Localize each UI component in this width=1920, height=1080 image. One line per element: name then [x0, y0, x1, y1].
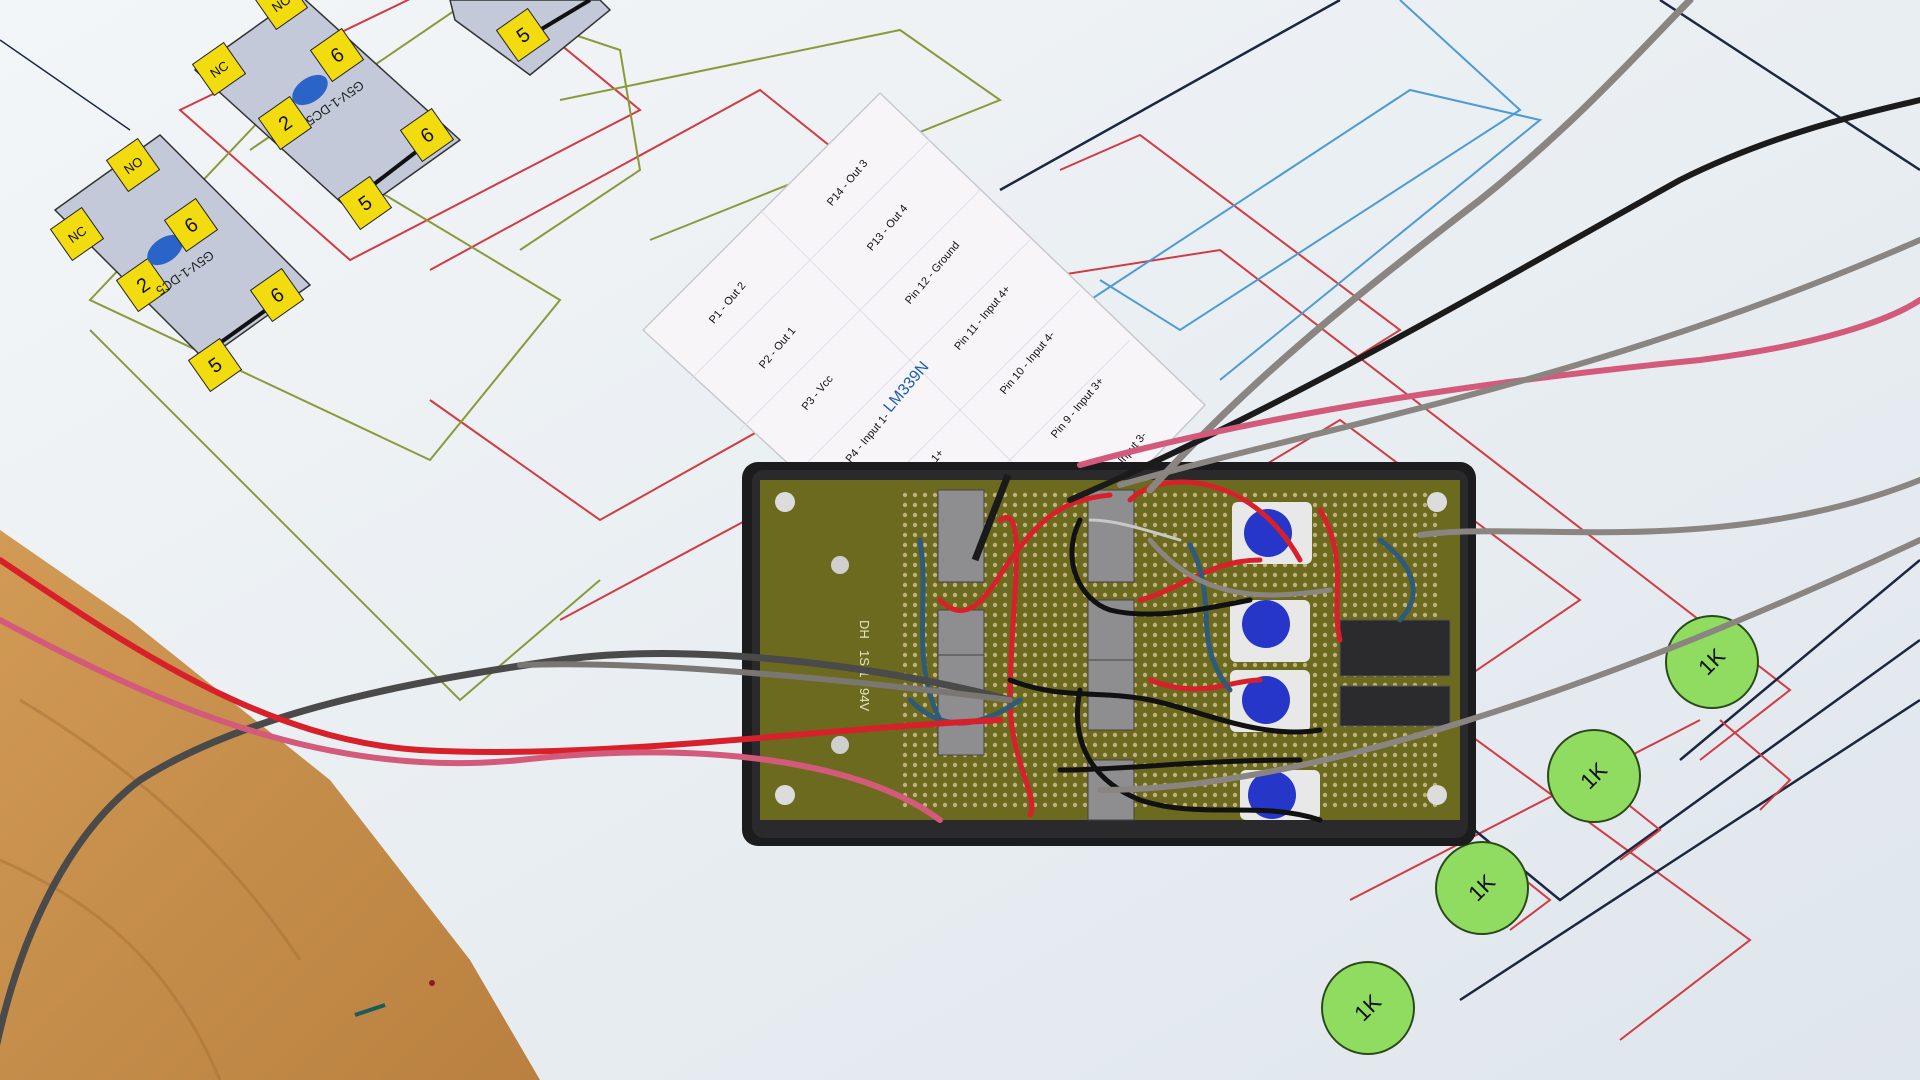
- pin-pad-2: 2: [115, 257, 171, 313]
- pcb-silkscreen-3: 94V: [857, 688, 872, 711]
- resistor-1k-1: 1K: [1321, 961, 1415, 1055]
- pin-pad-6-inner: 6: [163, 197, 219, 253]
- pcb-silkscreen-1: DH: [857, 620, 872, 639]
- gray-cable-right: [1417, 477, 1920, 538]
- pin-pad-6-inner: 6: [309, 27, 365, 83]
- pin-pad-5: 5: [337, 175, 393, 231]
- resistor-1k-3: 1K: [1547, 729, 1641, 823]
- trimpot-4: [1240, 770, 1320, 820]
- gray-cable-mid: [1117, 237, 1920, 488]
- pink-cable-top: [1077, 297, 1920, 468]
- resistor-1k-2: 1K: [1435, 841, 1529, 935]
- gray-cable-left: [0, 650, 1014, 1047]
- pin-pad-no: NO: [253, 0, 309, 31]
- pin-pad-5: 5: [187, 337, 243, 393]
- pin-pad-2: 2: [257, 95, 313, 151]
- red-cable-left: [0, 557, 1003, 755]
- gray-cable-left-2: [517, 661, 1013, 703]
- pin-pad-nc: NC: [49, 206, 105, 262]
- pin-pad-5: 5: [495, 7, 551, 63]
- black-cable-top: [1067, 97, 1920, 503]
- wire-snippet: [429, 980, 435, 986]
- relay-footprint-3: 5: [449, 0, 612, 76]
- relay-footprint-2: NC NO 2 6 G5V-1-DC5 6 5: [191, 0, 462, 231]
- gray-cable-lower: [1097, 537, 1920, 793]
- gray-cable-top: [1146, 0, 1694, 494]
- wire-snippet: [354, 1003, 386, 1017]
- lm339n-pinout-label: LM339N P1 - Out 2 P2 - Out 1 P3 - Vcc P4…: [641, 91, 1207, 642]
- internal-wiring: [907, 479, 1416, 823]
- pink-cable-left: [0, 617, 943, 823]
- trimpot-2: [1230, 600, 1310, 662]
- pin-pad-6-outer: 6: [249, 267, 305, 323]
- wooden-table: [0, 530, 540, 1080]
- pin-pad-no: NO: [105, 137, 161, 193]
- relay-footprint-1: NC NO 2 6 G5V-1-DC5 6 5: [49, 134, 312, 393]
- trimpot-1: [1232, 502, 1312, 564]
- pin-pad-nc: NC: [191, 41, 247, 97]
- trimpot-3: [1230, 670, 1310, 732]
- pin-pad-6-outer: 6: [399, 107, 455, 163]
